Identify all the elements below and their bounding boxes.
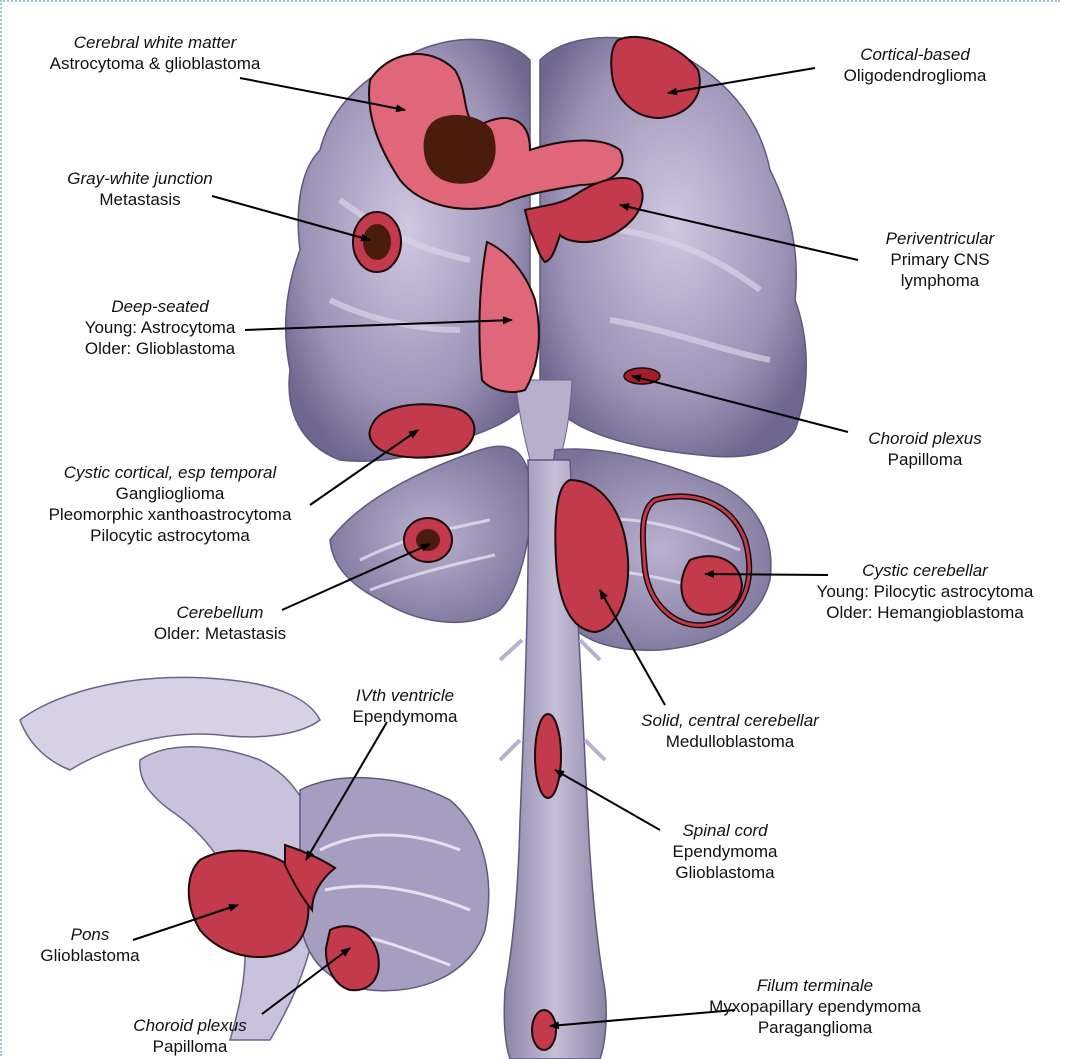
label-line: Glioblastoma	[640, 862, 810, 883]
label-title: Cortical-based	[815, 44, 1015, 65]
label-line: Older: Glioblastoma	[60, 338, 260, 359]
label-title: Choroid plexus	[840, 428, 1010, 449]
label-title: IVth ventricle	[330, 685, 480, 706]
label-title: Solid, central cerebellar	[600, 710, 860, 731]
label-line: Glioblastoma	[20, 945, 160, 966]
label-line: Young: Astrocytoma	[60, 317, 260, 338]
label-line: Pilocytic astrocytoma	[20, 525, 320, 546]
label-iv-ventricle: IVth ventricle Ependymoma	[330, 685, 480, 727]
label-title: Gray-white junction	[30, 168, 250, 189]
label-line: Medulloblastoma	[600, 731, 860, 752]
label-line: Myxopapillary ependymoma	[675, 996, 955, 1017]
label-periventricular: Periventricular Primary CNS lymphoma	[855, 228, 1025, 291]
label-cerebral-white-matter: Cerebral white matter Astrocytoma & glio…	[30, 32, 280, 74]
label-title: Spinal cord	[640, 820, 810, 841]
label-line: Astrocytoma & glioblastoma	[30, 53, 280, 74]
label-deep-seated: Deep-seated Young: Astrocytoma Older: Gl…	[60, 296, 260, 359]
label-line: Young: Pilocytic astrocytoma	[790, 581, 1060, 602]
label-title: Cerebral white matter	[30, 32, 280, 53]
label-line: Ependymoma	[640, 841, 810, 862]
label-title: Cystic cortical, esp temporal	[20, 462, 320, 483]
label-title: Pons	[20, 924, 160, 945]
necrotic-core	[424, 115, 496, 184]
label-choroid-plexus-upper: Choroid plexus Papilloma	[840, 428, 1010, 470]
label-line: Pleomorphic xanthoastrocytoma	[20, 504, 320, 525]
label-title: Periventricular	[855, 228, 1025, 249]
label-line: Oligodendroglioma	[815, 65, 1015, 86]
label-line: lymphoma	[855, 270, 1025, 291]
label-solid-central-cerebellar: Solid, central cerebellar Medulloblastom…	[600, 710, 860, 752]
label-cystic-cortical: Cystic cortical, esp temporal Gangliogli…	[20, 462, 320, 546]
tumor-filum-terminale	[532, 1010, 556, 1050]
label-line: Ependymoma	[330, 706, 480, 727]
label-title: Cerebellum	[120, 602, 320, 623]
label-choroid-plexus-lower: Choroid plexus Papilloma	[105, 1015, 275, 1057]
label-line: Papilloma	[840, 449, 1010, 470]
label-line: Older: Hemangioblastoma	[790, 602, 1060, 623]
tumor-cystic-cerebellar-nodule	[681, 556, 742, 615]
label-line: Older: Metastasis	[120, 623, 320, 644]
label-line: Papilloma	[105, 1036, 275, 1057]
label-title: Deep-seated	[60, 296, 260, 317]
label-cortical-based: Cortical-based Oligodendroglioma	[815, 44, 1015, 86]
label-filum-terminale: Filum terminale Myxopapillary ependymoma…	[675, 975, 955, 1038]
label-line: Primary CNS	[855, 249, 1025, 270]
label-line: Ganglioglioma	[20, 483, 320, 504]
brainstem-midline	[515, 380, 572, 460]
label-title: Cystic cerebellar	[790, 560, 1060, 581]
tumor-spinal-cord	[535, 714, 561, 798]
label-gray-white-junction: Gray-white junction Metastasis	[30, 168, 250, 210]
tumor-gray-white-junction-core	[363, 224, 391, 260]
label-pons: Pons Glioblastoma	[20, 924, 160, 966]
label-line: Paraganglioma	[675, 1017, 955, 1038]
label-line: Metastasis	[30, 189, 250, 210]
label-title: Filum terminale	[675, 975, 955, 996]
label-spinal-cord: Spinal cord Ependymoma Glioblastoma	[640, 820, 810, 883]
label-title: Choroid plexus	[105, 1015, 275, 1036]
label-cerebellum: Cerebellum Older: Metastasis	[120, 602, 320, 644]
label-cystic-cerebellar: Cystic cerebellar Young: Pilocytic astro…	[790, 560, 1060, 623]
tumor-cystic-cortical	[370, 404, 475, 457]
